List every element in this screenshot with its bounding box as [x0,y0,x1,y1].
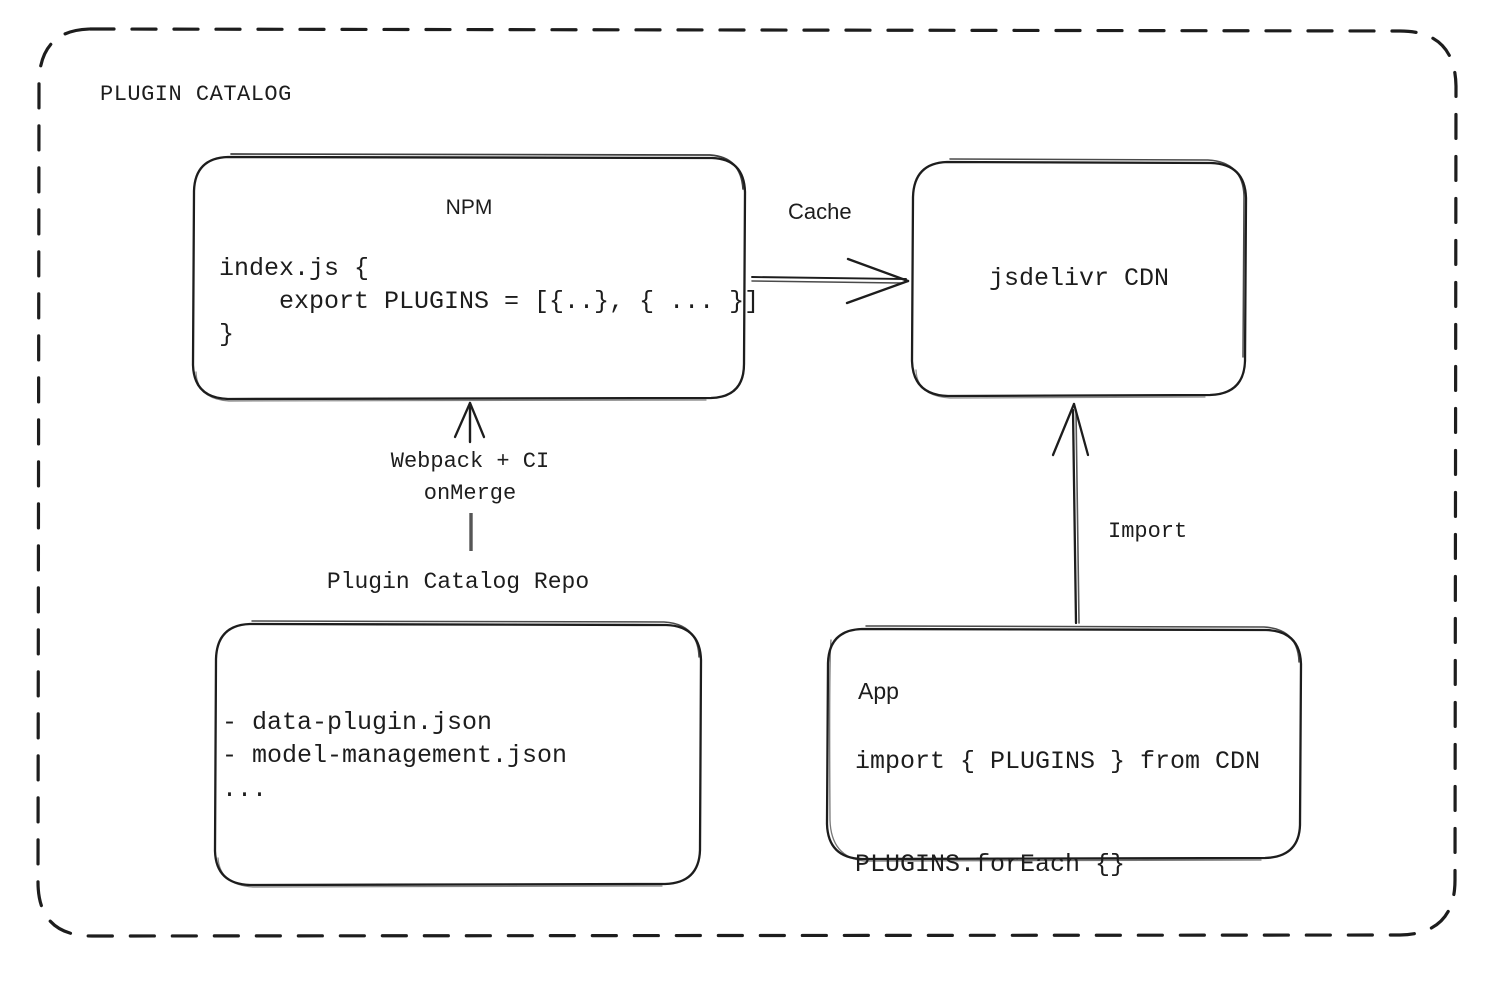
repo-node-file-list: - data-plugin.json - model-management.js… [222,708,568,804]
edge-npm-to-cdn [751,257,910,305]
group-title: PLUGIN CATALOG [100,82,292,107]
app-node-code: import { PLUGINS } from CDN PLUGINS.forE… [855,747,1261,879]
repo-node-title: Plugin Catalog Repo [326,569,590,595]
npm-node-code: index.js { export PLUGINS = [{..}, { ...… [219,254,760,349]
edge-app-to-cdn [1051,402,1090,625]
app-node-title: App [858,678,899,704]
npm-node-title: NPM [445,196,493,219]
edge-label-cache: Cache [788,199,852,224]
edge-label-import: Import [1108,519,1188,544]
edge-label-webpack-ci-onmerge: Webpack + CI onMerge [390,449,550,506]
cdn-node-title: jsdelivr CDN [988,264,1170,293]
